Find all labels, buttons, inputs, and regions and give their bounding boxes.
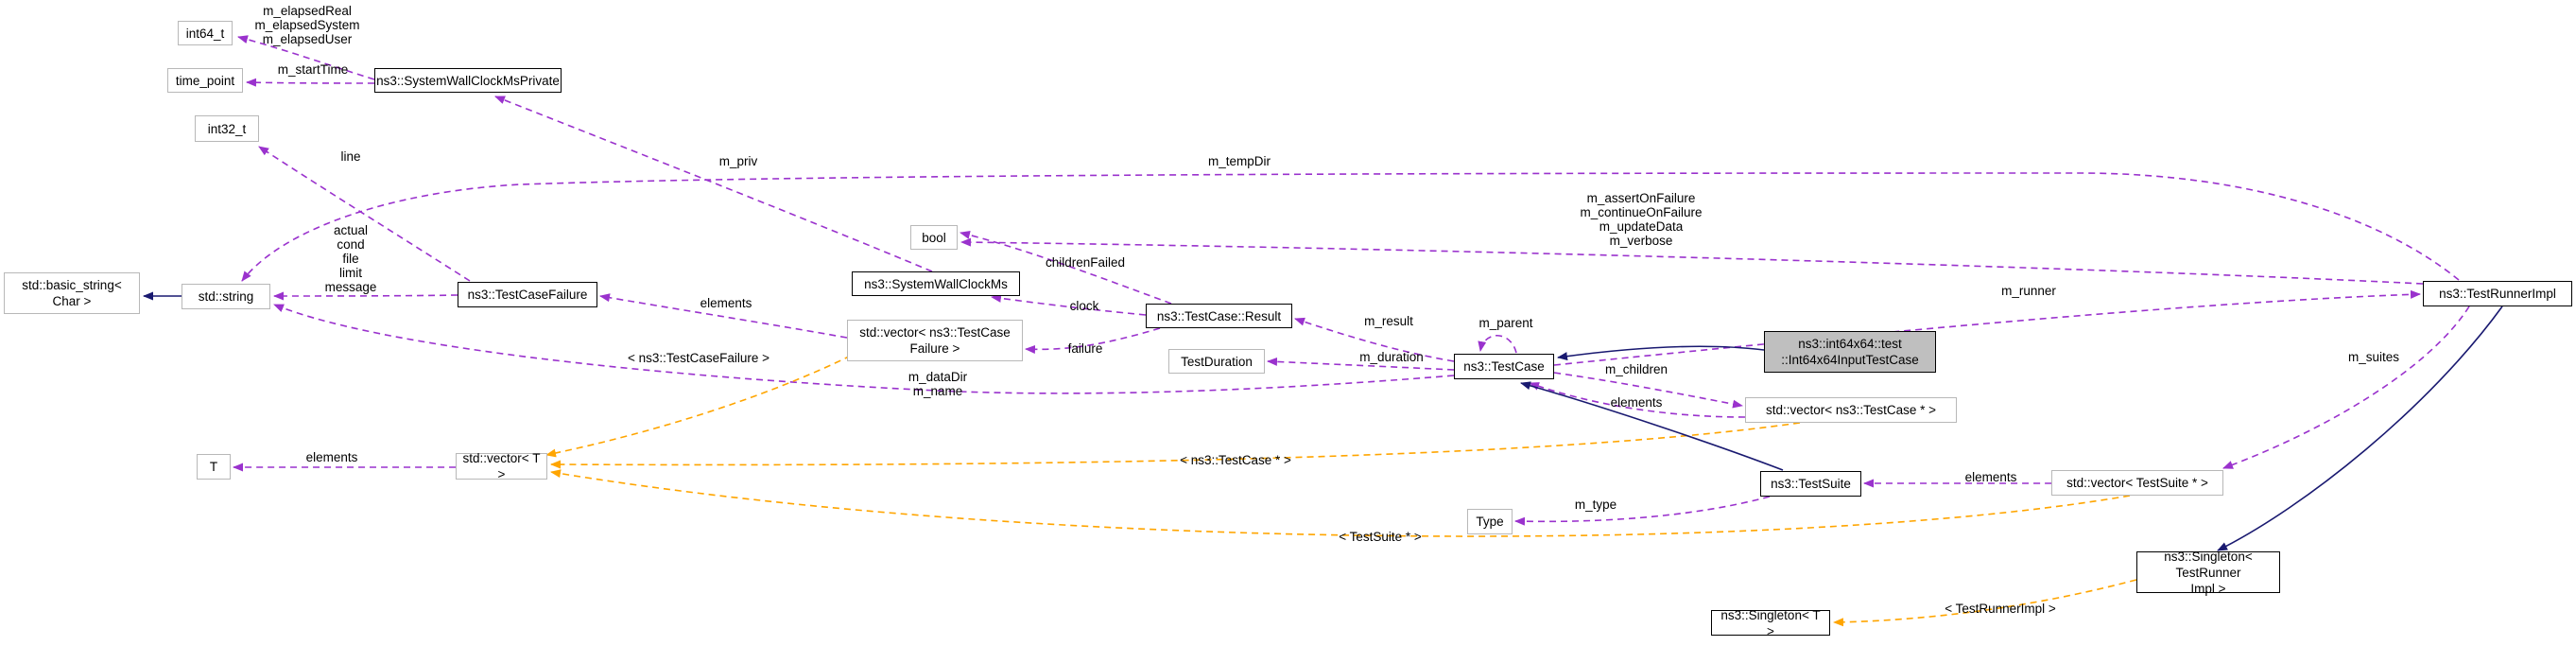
edge-m-children xyxy=(1553,372,1743,409)
edge-tmpl-test-runner-impl xyxy=(1833,579,2137,627)
node-t[interactable]: T xyxy=(197,454,231,480)
node-basic-string[interactable]: std::basic_string< Char > xyxy=(4,272,140,314)
node-test-suite[interactable]: ns3::TestSuite xyxy=(1760,471,1861,497)
node-test-duration[interactable]: TestDuration xyxy=(1168,349,1265,374)
edge-m-start-time xyxy=(246,78,375,87)
edge-runner-flags xyxy=(960,237,2424,285)
edge-failure xyxy=(1025,327,1161,354)
edge-children-failed xyxy=(960,231,1172,305)
node-test-case-failure[interactable]: ns3::TestCaseFailure xyxy=(458,282,597,307)
node-bool[interactable]: bool xyxy=(910,225,958,250)
edge-m-datadir-name xyxy=(273,304,1455,394)
node-type[interactable]: Type xyxy=(1467,509,1513,534)
edge-elements-failure xyxy=(599,293,848,339)
node-singleton-t[interactable]: ns3::Singleton< T > xyxy=(1711,608,1830,638)
node-vector-test-suite-ptr[interactable]: std::vector< TestSuite * > xyxy=(2051,470,2223,496)
edge-inherit-int64x64-testcase xyxy=(1557,345,1765,361)
node-test-case[interactable]: ns3::TestCase xyxy=(1454,354,1554,379)
edge-m-duration xyxy=(1267,357,1455,371)
node-time-point[interactable]: time_point xyxy=(167,68,243,93)
node-system-wall-clock-ms[interactable]: ns3::SystemWallClockMs xyxy=(852,271,1020,296)
edge-m-tempdir xyxy=(241,172,2460,282)
node-std-string[interactable]: std::string xyxy=(182,284,270,309)
node-int64x64-input-test-case[interactable]: ns3::int64x64::test ::Int64x64InputTestC… xyxy=(1764,331,1936,373)
edge-elements-test-case xyxy=(1529,382,1746,418)
edge-tmpl-test-case-ptr xyxy=(550,422,1801,469)
edge-m-runner xyxy=(1553,289,2421,366)
edge-tmpl-test-suite-ptr xyxy=(550,469,2131,537)
edge-clock xyxy=(991,293,1147,316)
node-vector-t[interactable]: std::vector< T > xyxy=(456,451,547,481)
node-system-wall-clock-ms-private[interactable]: ns3::SystemWallClockMsPrivate xyxy=(374,68,562,93)
edge-tmpl-test-case-failure xyxy=(545,355,852,458)
edge-m-parent xyxy=(1478,335,1517,354)
node-vector-test-case-ptr[interactable]: std::vector< ns3::TestCase * > xyxy=(1745,397,1957,423)
node-int64-t[interactable]: int64_t xyxy=(178,21,233,45)
edge-m-type xyxy=(1514,496,1771,526)
edge-inherit-runner-singleton xyxy=(2217,306,2503,551)
edge-failure-fields xyxy=(273,291,458,301)
node-int32-t[interactable]: int32_t xyxy=(195,115,259,142)
edge-m-elapsed xyxy=(237,35,375,80)
edge-m-priv xyxy=(494,96,933,272)
node-test-case-result[interactable]: ns3::TestCase::Result xyxy=(1146,304,1292,328)
edge-line xyxy=(258,146,471,282)
node-vector-test-case-failure[interactable]: std::vector< ns3::TestCase Failure > xyxy=(847,320,1023,361)
node-test-runner-impl[interactable]: ns3::TestRunnerImpl xyxy=(2423,281,2572,306)
edge-m-suites xyxy=(2222,306,2470,469)
node-singleton-test-runner-impl[interactable]: ns3::Singleton< TestRunner Impl > xyxy=(2136,550,2280,596)
edge-m-result xyxy=(1294,317,1455,362)
edge-inherit-testsuite-testcase xyxy=(1520,381,1784,471)
